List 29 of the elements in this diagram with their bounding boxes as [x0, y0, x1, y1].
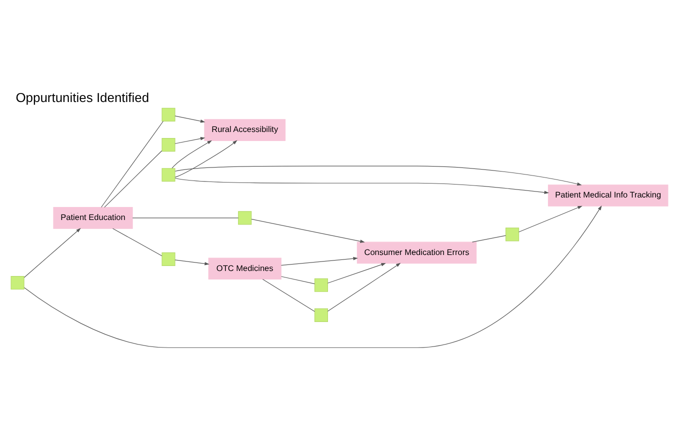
node-box — [162, 252, 176, 266]
connector — [104, 150, 162, 208]
arrow — [172, 140, 212, 169]
diagram-title: Oppurtunities Identified — [16, 90, 150, 106]
arrow — [174, 166, 582, 186]
node-box — [10, 276, 24, 290]
connector — [100, 120, 164, 208]
node-box — [314, 278, 328, 292]
connector — [472, 235, 506, 242]
node-box — [506, 228, 520, 242]
arrow — [174, 260, 210, 266]
arrow — [174, 136, 206, 144]
node-box — [162, 168, 176, 182]
arrow — [251, 218, 365, 243]
arrow — [174, 116, 206, 123]
arrow — [327, 262, 401, 312]
node-box — [162, 138, 176, 152]
arrow — [280, 256, 358, 266]
connector — [112, 228, 162, 256]
connector — [262, 279, 315, 312]
node-box — [238, 211, 252, 225]
node-box — [314, 308, 328, 322]
arrow — [24, 228, 81, 278]
arrow — [174, 178, 550, 194]
arrow — [327, 263, 386, 284]
node-box — [162, 108, 176, 122]
connector — [280, 276, 315, 284]
arrow — [174, 140, 238, 178]
arrow — [518, 206, 582, 232]
